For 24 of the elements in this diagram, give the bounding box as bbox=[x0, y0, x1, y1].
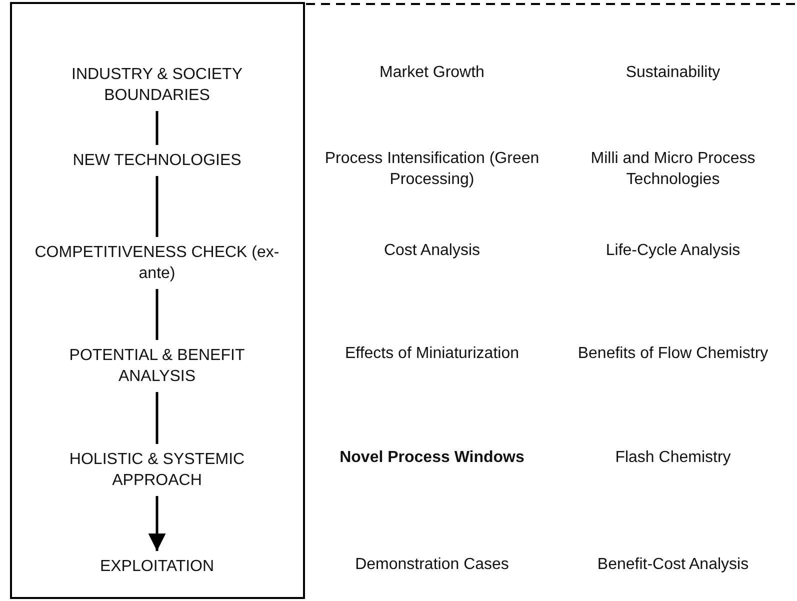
factor-label: Benefit-Cost Analysis bbox=[596, 555, 750, 575]
connector-line bbox=[156, 111, 158, 145]
factor-label: Effects of Miniaturization bbox=[344, 344, 520, 364]
factor-label: Cost Analysis bbox=[382, 241, 482, 261]
stage-frame bbox=[10, 2, 305, 599]
factor-label: Process Intensification (Green Processing) bbox=[324, 149, 540, 190]
stage-label: COMPETITIVENESS CHECK (ex-ante) bbox=[32, 242, 282, 284]
factor-label: Novel Process Windows bbox=[338, 448, 526, 468]
stage-label: HOLISTIC & SYSTEMIC APPROACH bbox=[32, 449, 282, 491]
factor-label: Benefits of Flow Chemistry bbox=[576, 344, 770, 364]
stage-label: NEW TECHNOLOGIES bbox=[32, 150, 282, 171]
connector-line bbox=[156, 392, 158, 444]
factor-label: Demonstration Cases bbox=[354, 555, 510, 575]
arrow bbox=[148, 496, 166, 551]
connector-line bbox=[156, 176, 158, 237]
stage-label: EXPLOITATION bbox=[32, 556, 282, 577]
connector-line bbox=[156, 289, 158, 340]
factor-label: Flash Chemistry bbox=[614, 448, 732, 468]
factor-label: Sustainability bbox=[624, 63, 722, 83]
stage-label: POTENTIAL & BENEFIT ANALYSIS bbox=[32, 345, 282, 387]
stage-label: INDUSTRY & SOCIETY BOUNDARIES bbox=[32, 64, 282, 106]
factor-label: Life-Cycle Analysis bbox=[604, 241, 742, 261]
factor-label: Milli and Micro Process Technologies bbox=[590, 149, 756, 190]
factor-label: Market Growth bbox=[378, 63, 486, 83]
